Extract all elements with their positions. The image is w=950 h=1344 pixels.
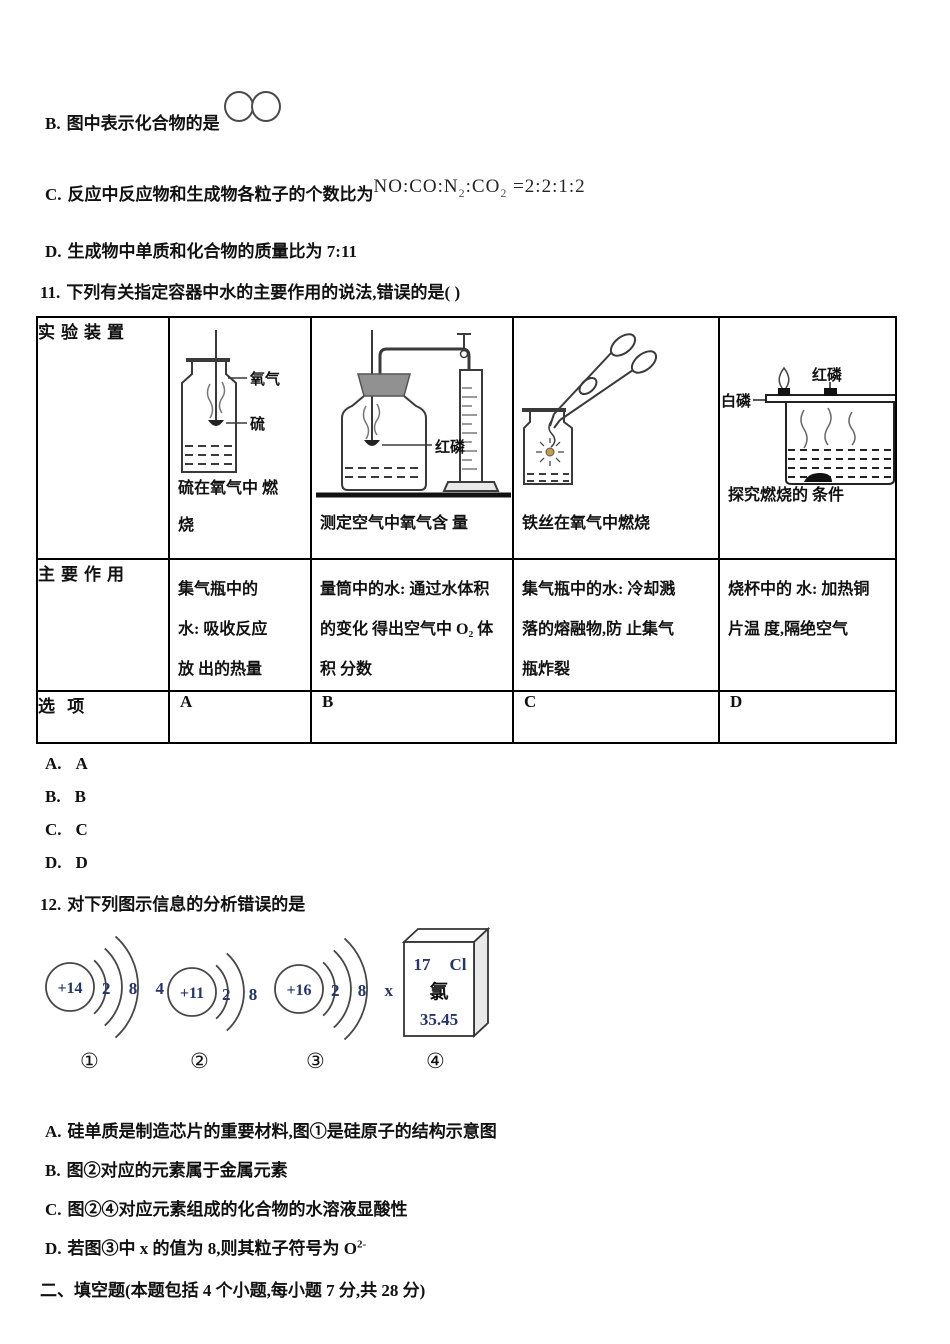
- answer-label: B.: [45, 786, 61, 806]
- sulfur-in-oxygen-diagram: 氧气 硫: [181, 329, 280, 473]
- combustion-conditions-diagram: 白磷 红磷: [721, 366, 894, 485]
- atom-structure-3: +16 2 8 x: [274, 937, 400, 1041]
- option-cell-d: D: [718, 689, 897, 744]
- atom-circle: [250, 91, 281, 122]
- option-b-label: B.: [45, 114, 61, 133]
- q12-option-c: C.图②④对应元素组成的化合物的水溶液显酸性: [45, 1195, 950, 1220]
- q12-option-d: D.若图③中 x 的值为 8,则其粒子符号为 O2-: [45, 1234, 950, 1259]
- question-11: 11.下列有关指定容器中水的主要作用的说法,错误的是( ): [40, 278, 950, 303]
- option-d-text: 生成物中单质和化合物的质量比为 7:11: [67, 241, 358, 261]
- option-d-row: D.生成物中单质和化合物的质量比为 7:11: [45, 237, 950, 262]
- shell-electrons: 2 8 x: [331, 981, 400, 1000]
- answer-label: A.: [45, 753, 62, 773]
- element-name: 氯: [429, 980, 448, 1003]
- device-cell-b: 红磷 测定空气中氧气含 量: [310, 315, 514, 560]
- formula-subscript: 2: [458, 185, 466, 200]
- question-11-number: 11.: [40, 282, 61, 302]
- table-header-role: 主要作用: [36, 557, 170, 692]
- section-2-title: 二、填空题(本题包括 4 个小题,每小题 7 分,共 28 分): [40, 1280, 426, 1300]
- answer-value: D: [75, 852, 88, 872]
- diatomic-molecule-diagram: [223, 91, 281, 127]
- device-cell-a: 氧气 硫 硫在氧气中 燃 烧: [168, 315, 312, 560]
- option-c-label: C.: [45, 185, 62, 204]
- red-phosphorus-label: 红磷: [812, 366, 843, 384]
- role-cell-c: 集气瓶中的水: 冷却溅 落的熔融物,防 止集气 瓶炸裂: [512, 557, 720, 692]
- shell-electrons: 2 8 4: [102, 979, 171, 998]
- role-cell-a: 集气瓶中的 水: 吸收反应 放 出的热量: [168, 557, 312, 692]
- formula-part: NO:CO:N: [373, 176, 459, 197]
- q12-option-a: A.硅单质是制造芯片的重要材料,图①是硅原子的结构示意图: [45, 1117, 950, 1142]
- answer-row-c: C. C: [45, 820, 950, 840]
- atomic-number: 17: [414, 955, 432, 974]
- nucleus-charge: +16: [286, 982, 311, 999]
- table-header-device: 实验装置: [36, 315, 170, 560]
- oxygen-measurement-diagram: 红磷: [316, 329, 511, 498]
- option-b-text: 图中表示化合物的是: [66, 114, 220, 133]
- answer-row-d: D. D: [45, 853, 950, 873]
- role-cell-d: 烧杯中的 水: 加热铜 片温 度,隔绝空气: [718, 557, 897, 692]
- option-c-text: 反应中反应物和生成物各粒子的个数比为: [67, 185, 374, 204]
- device-cell-d: 白磷 红磷 探究燃烧的 条件: [718, 315, 897, 560]
- diagram-tag-4: ④: [426, 1048, 445, 1073]
- question-11-text: 下列有关指定容器中水的主要作用的说法,错误的是( ): [66, 282, 461, 302]
- option-label: D.: [45, 1238, 62, 1258]
- option-label: B.: [45, 1160, 61, 1180]
- answer-label: C.: [45, 819, 62, 839]
- ratio-formula: NO:CO:N2:CO2 =2:2:1:2: [373, 176, 586, 200]
- option-cell-b: B: [310, 689, 514, 744]
- option-label: A.: [45, 1121, 62, 1141]
- element-periodic-box: 17 Cl 氯 35.45: [401, 926, 491, 1038]
- option-d-label: D.: [45, 241, 62, 261]
- experiment-table: 实验装置: [36, 315, 897, 744]
- device-caption-b: 测定空气中氧气含 量: [320, 514, 469, 532]
- answer-value: C: [75, 819, 88, 839]
- answer-label: D.: [45, 852, 62, 872]
- option-label: C.: [45, 1199, 62, 1219]
- option-cell-a: A: [168, 689, 312, 744]
- answer-value: B: [74, 786, 86, 806]
- atom-structure-1: +14 2 8 4: [45, 935, 171, 1039]
- option-text: 图②④对应元素组成的化合物的水溶液显酸性: [67, 1199, 408, 1219]
- q12-option-b: B.图②对应的元素属于金属元素: [45, 1156, 950, 1181]
- atom-structure-2: +11 2 8: [167, 952, 264, 1032]
- formula-part: =2:2:1:2: [507, 176, 586, 197]
- question-12-number: 12.: [40, 894, 62, 914]
- option-text: 图②对应的元素属于金属元素: [66, 1160, 288, 1180]
- question-12: 12.对下列图示信息的分析错误的是: [40, 890, 950, 915]
- option-text: 若图③中 x 的值为 8,则其粒子符号为 O: [67, 1238, 358, 1258]
- device-cell-c: 铁丝在氧气中燃烧: [512, 315, 720, 560]
- answer-value: A: [75, 753, 88, 773]
- oxygen-label: 氧气: [249, 370, 280, 388]
- formula-part: :CO: [465, 176, 501, 197]
- device-caption-c: 铁丝在氧气中燃烧: [522, 514, 651, 532]
- option-text: 硅单质是制造芯片的重要材料,图①是硅原子的结构示意图: [67, 1121, 497, 1141]
- answer-row-a: A. A: [45, 754, 950, 774]
- answer-row-b: B. B: [45, 787, 950, 807]
- atom-circle: [223, 91, 254, 122]
- option-cell-c: C: [512, 689, 720, 744]
- option-b-row: B. 图中表示化合物的是: [45, 91, 950, 136]
- table-header-option: 选 项: [36, 689, 170, 744]
- nucleus-charge: +14: [57, 980, 82, 997]
- diagram-tag-2: ②: [190, 1048, 209, 1073]
- diagram-tag-3: ③: [306, 1048, 325, 1073]
- atomic-diagrams-row: +14 2 8 4 +11 2 8 +16 2 8 x: [0, 923, 950, 1075]
- question-12-text: 对下列图示信息的分析错误的是: [67, 894, 306, 914]
- device-caption-d: 探究燃烧的 条件: [728, 486, 845, 504]
- diagram-tag-1: ①: [80, 1048, 99, 1073]
- nucleus-charge: +11: [180, 985, 204, 1002]
- sulfur-label: 硫: [250, 415, 265, 433]
- device-caption-a: 硫在氧气中 燃 烧: [178, 479, 279, 534]
- element-symbol: Cl: [450, 955, 467, 974]
- red-phosphorus-label: 红磷: [435, 438, 466, 456]
- formula-subscript: 2: [500, 185, 508, 200]
- role-cell-b: 量筒中的水: 通过水体积 的变化 得出空气中 O₂ 体 积 分数: [310, 557, 514, 692]
- option-c-row: C.反应中反应物和生成物各粒子的个数比为NO:CO:N2:CO2 =2:2:1:…: [45, 176, 950, 209]
- iron-wire-burning-diagram: [522, 333, 658, 485]
- shell-electrons: 2 8: [222, 985, 264, 1004]
- atomic-mass: 35.45: [420, 1010, 458, 1029]
- ion-charge-superscript: 2-: [357, 1238, 367, 1251]
- white-phosphorus-label: 白磷: [721, 392, 752, 410]
